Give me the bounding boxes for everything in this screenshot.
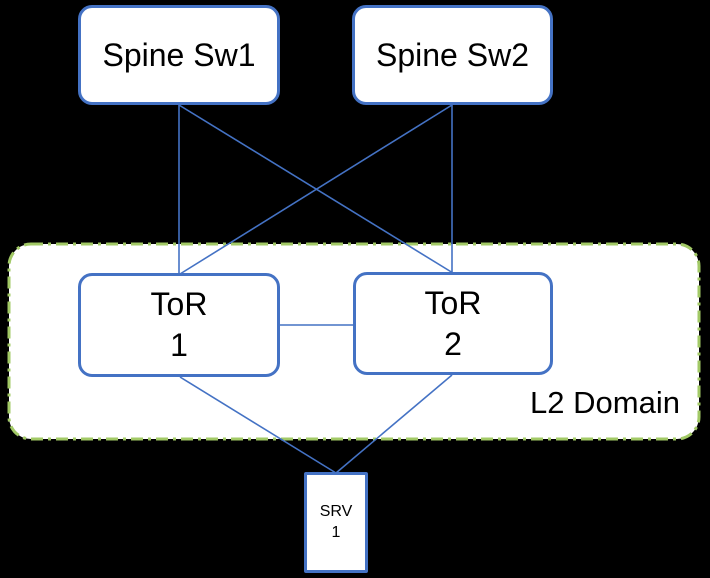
- node-tor-2-name: ToR: [424, 284, 482, 321]
- node-srv-1-number: 1: [331, 523, 341, 541]
- node-spine-sw1: Spine Sw1: [78, 5, 280, 105]
- node-spine-sw2: Spine Sw2: [352, 5, 553, 105]
- node-spine-sw1-label: Spine Sw1: [102, 36, 256, 73]
- l2-domain-label: L2 Domain: [530, 385, 680, 420]
- node-srv-1-name: SRV: [319, 502, 353, 520]
- edge-spine2-tor1: [179, 104, 453, 275]
- edge-tor1-srv1: [179, 376, 337, 474]
- node-spine-sw2-label: Spine Sw2: [376, 36, 529, 73]
- node-tor-2-number: 2: [444, 325, 462, 362]
- node-tor-1-name: ToR: [150, 286, 208, 323]
- edge-tor2-srv1: [335, 374, 453, 474]
- node-tor-2: ToR 2: [353, 272, 553, 375]
- node-srv-1: SRV 1: [304, 472, 368, 573]
- node-tor-1: ToR 1: [78, 273, 280, 377]
- node-tor-1-number: 1: [170, 327, 188, 363]
